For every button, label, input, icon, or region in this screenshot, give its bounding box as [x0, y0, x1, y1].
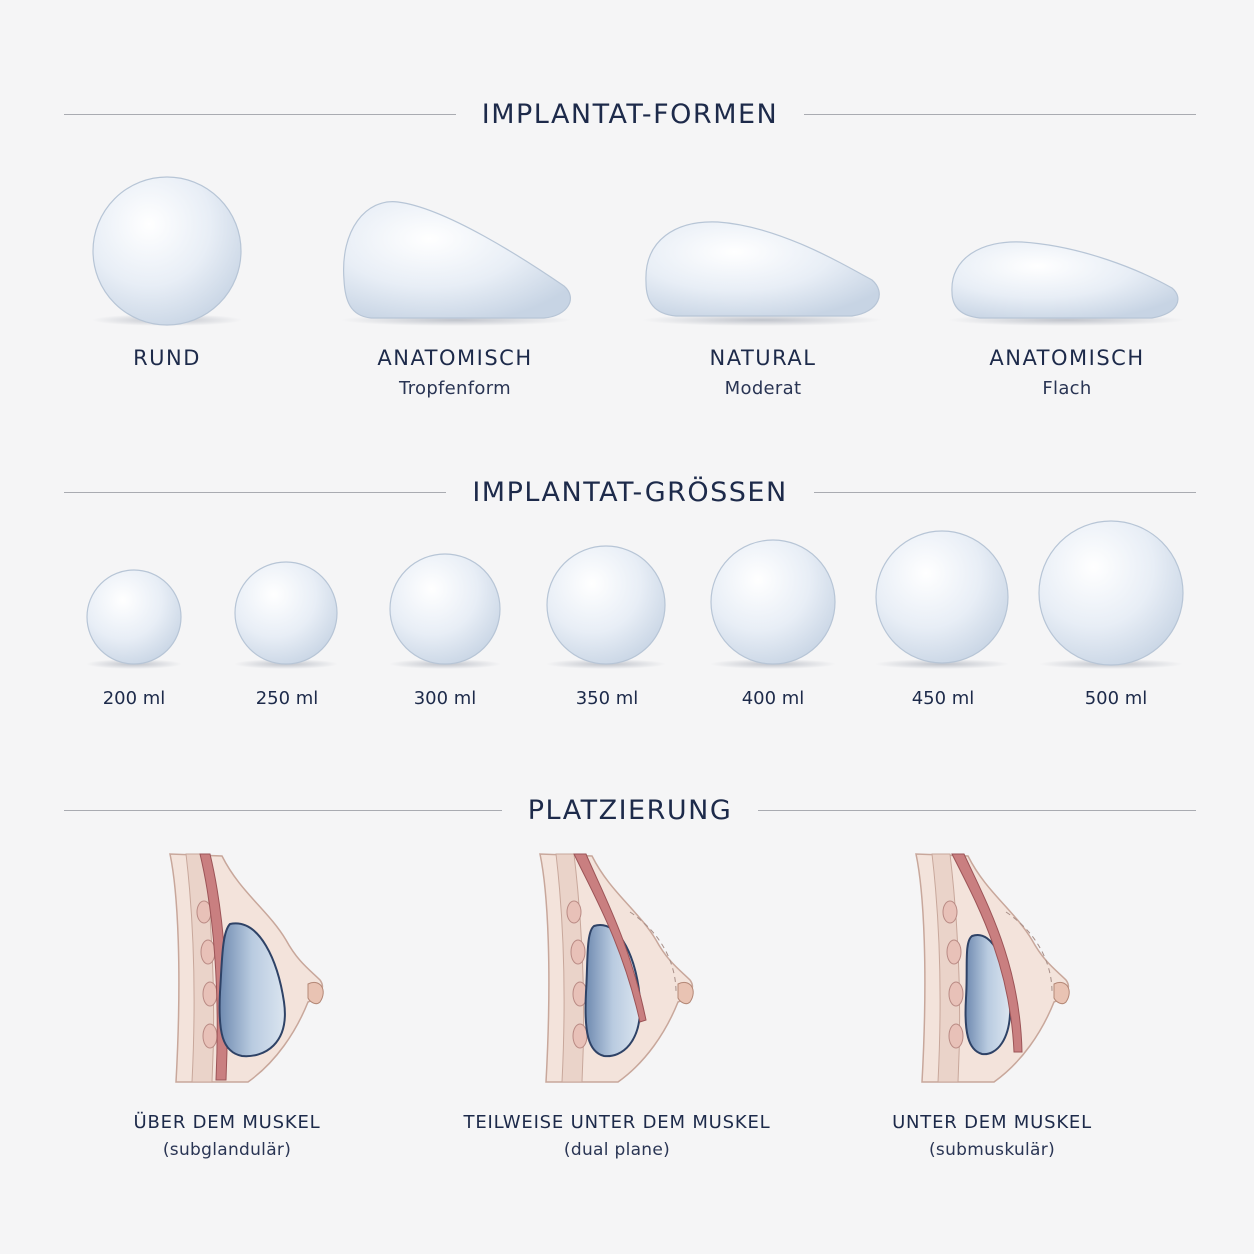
- shape-sublabel-teardrop: Tropfenform: [399, 378, 511, 399]
- size-label-200: 200 ml: [102, 688, 166, 709]
- section-title: IMPLANTAT-FORMEN: [481, 98, 779, 130]
- section-heading-placement: PLATZIERUNG: [64, 790, 1197, 830]
- size-label-400: 400 ml: [741, 688, 805, 709]
- placement-sublabel-subglandular: (subglandulär): [162, 1140, 292, 1160]
- implant-size-500: [1038, 520, 1184, 669]
- placement-submuscular: [915, 853, 1070, 1083]
- divider-line: [804, 113, 1196, 115]
- placement-subglandular: [169, 853, 324, 1083]
- shape-sublabel-flat: Flach: [1042, 378, 1092, 399]
- implant-size-350: [546, 545, 666, 669]
- size-label-450: 450 ml: [911, 688, 975, 709]
- divider-line: [64, 113, 456, 115]
- section-heading-sizes: IMPLANTAT-GRÖSSEN: [64, 472, 1197, 512]
- divider-line: [64, 809, 502, 811]
- shape-sublabel-moderate: Moderat: [724, 378, 802, 399]
- divider-line: [813, 491, 1197, 493]
- implant-shape-anatomical-flat: [948, 241, 1184, 326]
- shape-label-round: RUND: [133, 346, 201, 370]
- placement-label-submuscular: UNTER DEM MUSKEL: [892, 1112, 1092, 1133]
- placement-label-dual-plane: TEILWEISE UNTER DEM MUSKEL: [463, 1112, 771, 1133]
- shape-label-anatomical-flat: ANATOMISCH: [989, 346, 1145, 370]
- implant-size-450: [875, 530, 1009, 669]
- divider-line: [758, 809, 1197, 811]
- size-label-250: 250 ml: [255, 688, 319, 709]
- size-label-500: 500 ml: [1084, 688, 1148, 709]
- placement-dual-plane: [539, 853, 694, 1083]
- implant-size-400: [710, 539, 836, 669]
- placement-sublabel-dual-plane: (dual plane): [563, 1140, 671, 1160]
- divider-line: [64, 491, 447, 493]
- implant-shape-round: [92, 176, 242, 326]
- shape-label-anatomical: ANATOMISCH: [377, 346, 533, 370]
- implant-size-300: [389, 553, 501, 669]
- implant-size-250: [234, 561, 338, 669]
- size-label-300: 300 ml: [413, 688, 477, 709]
- section-title: PLATZIERUNG: [527, 794, 733, 826]
- size-label-350: 350 ml: [575, 688, 639, 709]
- section-heading-forms: IMPLANTAT-FORMEN: [64, 94, 1196, 134]
- shape-label-natural: NATURAL: [709, 346, 817, 370]
- placement-sublabel-submuscular: (submuskulär): [928, 1140, 1056, 1160]
- implant-shape-natural: [642, 221, 882, 326]
- implant-shape-anatomical-teardrop: [341, 201, 571, 326]
- section-title: IMPLANTAT-GRÖSSEN: [472, 476, 788, 508]
- placement-label-subglandular: ÜBER DEM MUSKEL: [133, 1112, 321, 1133]
- implant-size-200: [86, 569, 182, 669]
